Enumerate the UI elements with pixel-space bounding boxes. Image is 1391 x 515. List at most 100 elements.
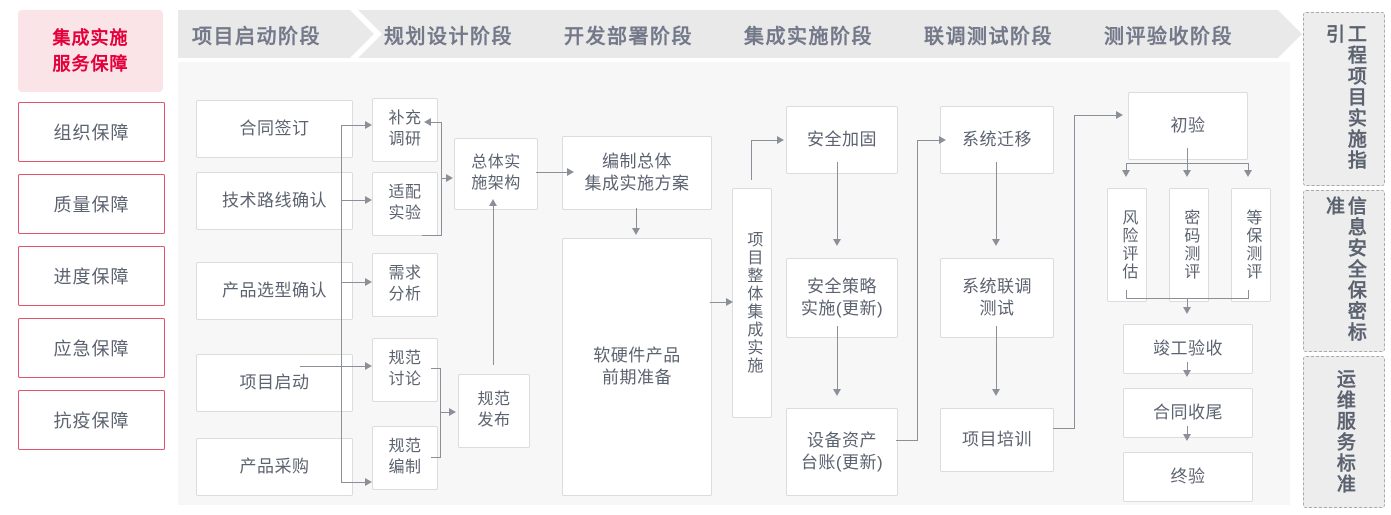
connector-spec-release-up-line [493, 206, 495, 365]
node-label: 初验 [1170, 115, 1206, 135]
node-label: 终验 [1170, 466, 1206, 486]
guarantee-label: 抗疫保障 [53, 411, 130, 431]
connector-integration-to-hardening [751, 140, 779, 142]
node-supplementary-research[interactable]: 补充调研 [372, 98, 438, 162]
node-grade-protection-evaluation[interactable]: 等保测评 [1231, 188, 1271, 302]
node-tech-route-confirm[interactable]: 技术路线确认 [196, 172, 353, 230]
connector-arrow-up-to-architecture [488, 199, 497, 206]
node-label: 安全加固 [807, 129, 877, 149]
connector-to-preliminary-acceptance [1074, 115, 1118, 117]
node-label-line-1: 需求 [388, 265, 422, 283]
node-contract-closeout[interactable]: 合同收尾 [1123, 388, 1253, 438]
standard-info-security-confidentiality[interactable]: 信息安全保密标准 [1303, 190, 1385, 352]
node-label-line-1: 总体实 [471, 154, 521, 172]
node-label: 风险评估 [1119, 209, 1137, 281]
guarantee-item-schedule[interactable]: 进度保障 [18, 246, 165, 306]
badge-line-1: 集成实施 [52, 27, 129, 48]
guarantee-item-emergency[interactable]: 应急保障 [18, 318, 165, 378]
connector-arrow-down-to-policy [832, 239, 841, 246]
guarantee-column: 集成实施 服务保障 组织保障 质量保障 进度保障 应急保障 抗疫保障 [18, 10, 165, 505]
connector-fanout-right [1248, 163, 1250, 171]
connector-fanout-mid [1187, 163, 1189, 171]
phase-title: 测评验收阶段 [1104, 25, 1233, 48]
phase-column-project-kickoff: 项目启动阶段 合同签订 技术路线确认 产品选型确认 项目启动 产品采购 [178, 10, 374, 505]
node-label: 技术路线确认 [222, 190, 327, 210]
node-label-line-2: 调研 [388, 131, 422, 148]
node-system-joint-test[interactable]: 系统联调测试 [940, 258, 1054, 338]
connector-arrow-down-to-training [991, 389, 1000, 396]
node-risk-assessment[interactable]: 风险评估 [1107, 188, 1147, 302]
connector-closeout-to-final [1187, 426, 1189, 435]
connector-arrow-to-grade-evaluation [1243, 170, 1252, 177]
node-security-policy-impl[interactable]: 安全策略实施(更新) [786, 258, 898, 338]
node-asset-ledger-update[interactable]: 设备资产台账(更新) [786, 408, 898, 496]
node-label-line-1: 系统联调 [962, 276, 1032, 296]
node-crypto-evaluation[interactable]: 密码测评 [1169, 188, 1209, 302]
connector-arrow-to-security-hardening [777, 135, 784, 144]
node-adaptation-experiment[interactable]: 适配实验 [372, 172, 438, 236]
standard-engineering-project-impl-guide[interactable]: 工程项目实施指引 [1303, 12, 1385, 186]
node-hw-sw-preparation[interactable]: 软硬件产品前期准备 [562, 238, 712, 496]
standard-label: 运维服务标准 [1333, 369, 1355, 495]
node-project-training[interactable]: 项目培训 [940, 408, 1054, 472]
node-label-line-1: 规范 [388, 438, 422, 456]
guarantee-item-organization[interactable]: 组织保障 [18, 102, 165, 162]
connector-arrow-to-integration [726, 297, 733, 306]
connector-arch-stub [441, 178, 447, 180]
connector-arrow-to-supplementary-research [424, 117, 431, 126]
node-label-line-2: 编制 [388, 459, 422, 476]
guarantee-item-epidemic[interactable]: 抗疫保障 [18, 390, 165, 450]
connector-fanin-left [1126, 290, 1128, 299]
node-product-selection-confirm[interactable]: 产品选型确认 [196, 262, 353, 320]
node-overall-impl-architecture[interactable]: 总体实施架构 [454, 138, 538, 210]
standard-om-service[interactable]: 运维服务标准 [1303, 356, 1385, 508]
connector-integration-up [751, 140, 753, 180]
connector-arrow-1 [365, 120, 372, 129]
connector-to-system-migration [917, 140, 941, 142]
connector-arrow-to-compile-plan [567, 167, 574, 176]
phase-header-dev-deploy[interactable]: 开发部署阶段 [538, 10, 746, 58]
guarantee-item-quality[interactable]: 质量保障 [18, 174, 165, 234]
node-security-hardening[interactable]: 安全加固 [786, 106, 898, 174]
node-label: 项目整体集成实施 [744, 231, 762, 375]
phase-column-integration-impl: 集成实施阶段 项目整体集成实施 安全加固 安全策略实施(更新) 设备资产台账(更… [718, 10, 914, 505]
node-completion-acceptance[interactable]: 竣工验收 [1123, 324, 1253, 374]
node-compile-overall-plan[interactable]: 编制总体集成实施方案 [562, 136, 712, 210]
phase-header-project-kickoff[interactable]: 项目启动阶段 [178, 10, 374, 58]
node-product-procurement[interactable]: 产品采购 [196, 438, 353, 496]
node-label-line-1: 安全策略 [806, 276, 877, 296]
node-overall-integration-impl[interactable]: 项目整体集成实施 [732, 188, 772, 418]
node-project-kickoff[interactable]: 项目启动 [196, 354, 353, 412]
phase-header-integration-impl[interactable]: 集成实施阶段 [718, 10, 926, 58]
node-label-line-1: 补充 [388, 110, 422, 128]
phase-header-evaluation-acceptance[interactable]: 测评验收阶段 [1078, 10, 1302, 58]
connector-training-right [1053, 428, 1075, 430]
node-label: 竣工验收 [1153, 338, 1223, 358]
node-requirement-analysis[interactable]: 需求分析 [372, 253, 438, 317]
node-spec-release[interactable]: 规范发布 [458, 374, 530, 448]
connector-bus-vertical [341, 125, 343, 483]
phase-column-joint-test: 联调测试阶段 系统迁移 系统联调测试 项目培训 [898, 10, 1094, 505]
node-label-line-1: 软硬件产品 [593, 345, 681, 365]
connector-joint-test-to-training [996, 326, 998, 390]
node-spec-drafting[interactable]: 规范编制 [372, 426, 438, 490]
guarantee-label: 进度保障 [53, 267, 130, 287]
node-label-line-2: 测试 [979, 299, 1015, 318]
phase-title: 联调测试阶段 [924, 25, 1053, 48]
connector-arrow-to-crypto-evaluation [1182, 170, 1191, 177]
phase-column-evaluation-acceptance: 测评验收阶段 初验 风险评估 密码测评 等保测评 竣工验收 合同收尾 终验 [1078, 10, 1290, 505]
standard-label: 工程项目实施指引 [1323, 24, 1366, 171]
badge-line-2: 服务保障 [52, 54, 129, 74]
phase-title: 开发部署阶段 [564, 25, 693, 48]
phase-header-planning-design[interactable]: 规划设计阶段 [358, 10, 566, 58]
connector-training-up [1074, 115, 1076, 429]
node-contract-signing[interactable]: 合同签订 [196, 100, 353, 158]
node-spec-discussion[interactable]: 规范讨论 [372, 338, 438, 402]
node-label-line-1: 规范 [388, 350, 422, 368]
node-label-line-1: 编制总体 [602, 151, 672, 171]
node-final-acceptance[interactable]: 终验 [1123, 452, 1253, 502]
phase-header-joint-test[interactable]: 联调测试阶段 [898, 10, 1106, 58]
node-label-line-2: 讨论 [388, 371, 422, 388]
connector-arrow-5 [365, 477, 372, 486]
